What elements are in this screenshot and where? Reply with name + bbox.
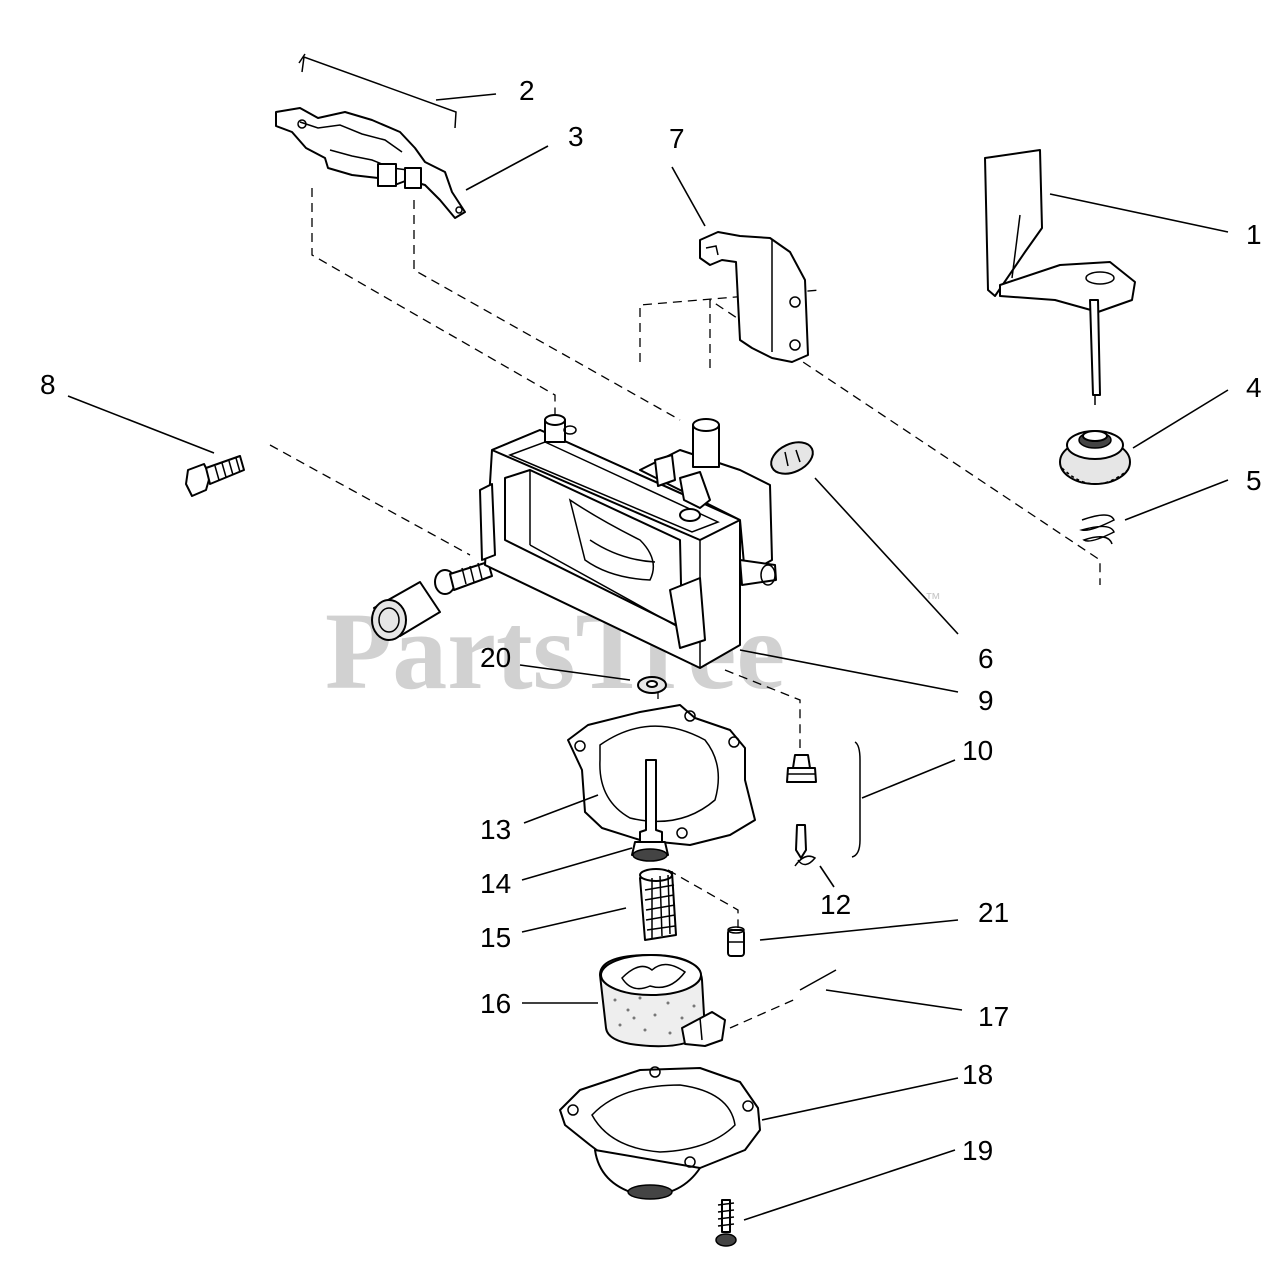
- callout-18: 18: [962, 1059, 993, 1090]
- callout-21: 21: [978, 897, 1009, 928]
- callout-17: 17: [978, 1001, 1009, 1032]
- callout-12: 12: [820, 889, 851, 920]
- part-2-wire-rod: [298, 53, 457, 129]
- callout-7: 7: [669, 123, 685, 154]
- callout-2: 2: [519, 75, 535, 106]
- part-16-float: [599, 954, 726, 1048]
- part-21-jet: [727, 926, 745, 957]
- callout-20: 20: [480, 642, 511, 673]
- callout-14: 14: [480, 868, 511, 899]
- callout-1: 1: [1246, 219, 1262, 250]
- watermark-trademark: ™: [925, 591, 941, 608]
- part-1-choke-plate: [984, 149, 1136, 405]
- callout-13: 13: [480, 814, 511, 845]
- callout-19: 19: [962, 1135, 993, 1166]
- part-3-bracket: [275, 107, 466, 219]
- part-8-bolt: [185, 455, 245, 497]
- part-20-washer: [637, 676, 667, 694]
- part-5-spring: [1079, 514, 1115, 545]
- callout-10: 10: [962, 735, 993, 766]
- callout-15: 15: [480, 922, 511, 953]
- callout-5: 5: [1246, 465, 1262, 496]
- part-10-needle-valve: [786, 741, 861, 859]
- part-18-float-bowl: [559, 1066, 761, 1200]
- part-9-carburetor-body: [479, 414, 777, 669]
- callout-4: 4: [1246, 372, 1262, 403]
- part-13-gasket: [567, 704, 756, 846]
- part-12-clip: [794, 855, 817, 867]
- part-4-gear: [1059, 430, 1131, 485]
- part-19-screw: [715, 1199, 737, 1247]
- leader-lines: [67, 93, 1229, 1221]
- part-17-pin: [799, 969, 837, 991]
- part-6-cap: [770, 441, 814, 475]
- part-14-shaft: [631, 759, 669, 862]
- callout-3: 3: [568, 121, 584, 152]
- part-7-bracket-plate: [699, 231, 809, 363]
- screw-and-cup: [371, 561, 493, 641]
- callout-numbers: 1 2 3 4 5 6 7 8 9 10 12 13 14 15 16 17 1…: [40, 75, 1262, 1166]
- callout-6: 6: [978, 643, 994, 674]
- part-15-screen: [639, 868, 677, 941]
- callout-16: 16: [480, 988, 511, 1019]
- callout-9: 9: [978, 685, 994, 716]
- assembly-lines: [269, 188, 1101, 1029]
- callout-8: 8: [40, 369, 56, 400]
